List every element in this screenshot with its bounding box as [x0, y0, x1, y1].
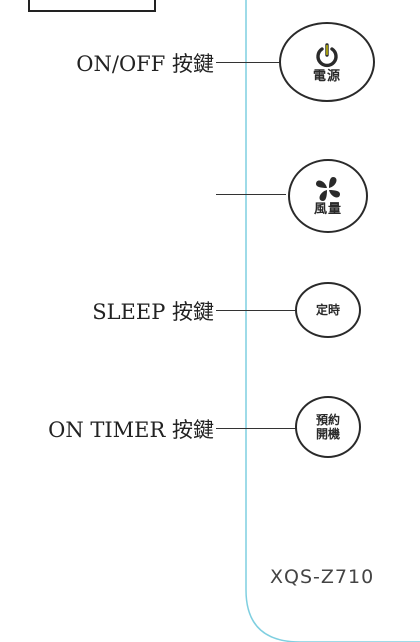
- sleep-timer-button-label: 定時: [315, 303, 340, 317]
- power-icon: [316, 42, 338, 67]
- top-frame: [28, 0, 156, 12]
- fan-speed-button-label: 風量: [313, 201, 342, 217]
- on-timer-label-line2: 開機: [315, 427, 340, 441]
- timer-leader-line: [216, 428, 296, 429]
- onoff-callout-label: ON/OFF 按鍵: [76, 52, 214, 76]
- sleep-leader-line: [216, 310, 296, 311]
- sleep-timer-button[interactable]: 定時: [295, 282, 361, 338]
- power-button-label: 電源: [312, 68, 341, 84]
- on-timer-label-line1: 預約: [315, 413, 340, 427]
- fan-leader-line: [216, 194, 286, 195]
- timer-callout-label: ON TIMER 按鍵: [48, 418, 214, 442]
- fan-icon: [316, 176, 340, 201]
- on-timer-button[interactable]: 預約 開機: [295, 396, 361, 458]
- power-button[interactable]: 電源: [279, 22, 375, 102]
- model-number: XQS-Z710: [270, 566, 375, 588]
- onoff-leader-line: [216, 62, 280, 63]
- sleep-callout-label: SLEEP 按鍵: [92, 300, 214, 324]
- fan-speed-button[interactable]: 風量: [288, 159, 368, 233]
